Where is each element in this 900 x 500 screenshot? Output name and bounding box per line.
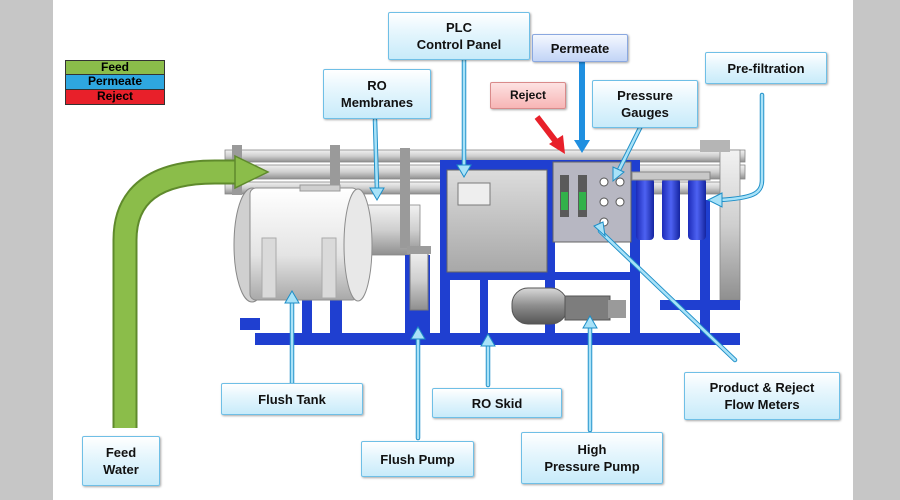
label-ro-skid: RO Skid — [432, 388, 562, 418]
reject-arrow — [534, 115, 565, 154]
label-ro-membranes: RO Membranes — [323, 69, 431, 119]
label-ro-membranes-line1: RO — [367, 78, 387, 93]
label-flush-pump: Flush Pump — [361, 441, 474, 477]
high-pressure-pump — [511, 287, 626, 325]
plc-control-panel — [446, 169, 548, 273]
label-feed-water-line2: Water — [103, 462, 139, 477]
flush-tank — [233, 184, 373, 303]
label-ro-membranes-line2: Membranes — [340, 95, 414, 110]
label-pressure-gauges-line2: Gauges — [621, 105, 669, 120]
label-flow-meters: Product & Reject Flow Meters — [684, 372, 840, 420]
label-feed-water-line1: Feed — [105, 445, 137, 460]
left-margin — [0, 0, 53, 500]
legend-feed: Feed — [65, 60, 165, 75]
label-pressure-gauges-line1: Pressure — [617, 88, 673, 103]
label-pre-filtration: Pre-filtration — [705, 52, 827, 84]
label-flush-pump-text: Flush Pump — [380, 451, 455, 467]
label-plc-control-panel: PLC Control Panel — [388, 12, 530, 60]
callout-arrowheads — [284, 164, 723, 347]
feed-water-arrow — [112, 154, 270, 428]
label-plc-line1: PLC — [446, 20, 472, 35]
label-flow-meters-line2: Flow Meters — [724, 397, 800, 412]
color-legend: Feed Permeate Reject — [65, 60, 165, 105]
label-flush-tank-text: Flush Tank — [258, 391, 326, 407]
label-pressure-gauges: Pressure Gauges — [592, 80, 698, 128]
label-plc-line2: Control Panel — [416, 37, 502, 52]
callout-arrows-fill — [290, 58, 764, 440]
label-feed-water: Feed Water — [82, 436, 160, 486]
legend-reject: Reject — [65, 90, 165, 105]
right-margin — [853, 0, 900, 500]
label-high-pressure-pump-line1: High — [577, 442, 607, 457]
label-reject-text: Reject — [509, 88, 547, 102]
label-permeate-text: Permeate — [550, 40, 610, 56]
label-high-pressure-pump: High Pressure Pump — [521, 432, 663, 484]
permeate-arrow — [574, 62, 590, 153]
label-pre-filtration-text: Pre-filtration — [727, 60, 805, 76]
label-ro-skid-text: RO Skid — [471, 395, 523, 411]
legend-permeate: Permeate — [65, 75, 165, 90]
flush-pump — [407, 246, 431, 311]
label-high-pressure-pump-line2: Pressure Pump — [544, 459, 640, 474]
label-reject: Reject — [490, 82, 566, 109]
label-permeate: Permeate — [532, 34, 628, 62]
pre-filter-housings — [631, 171, 711, 240]
ro-skid-frame — [240, 160, 740, 345]
label-flow-meters-line1: Product & Reject — [709, 380, 815, 395]
label-flush-tank: Flush Tank — [221, 383, 363, 415]
